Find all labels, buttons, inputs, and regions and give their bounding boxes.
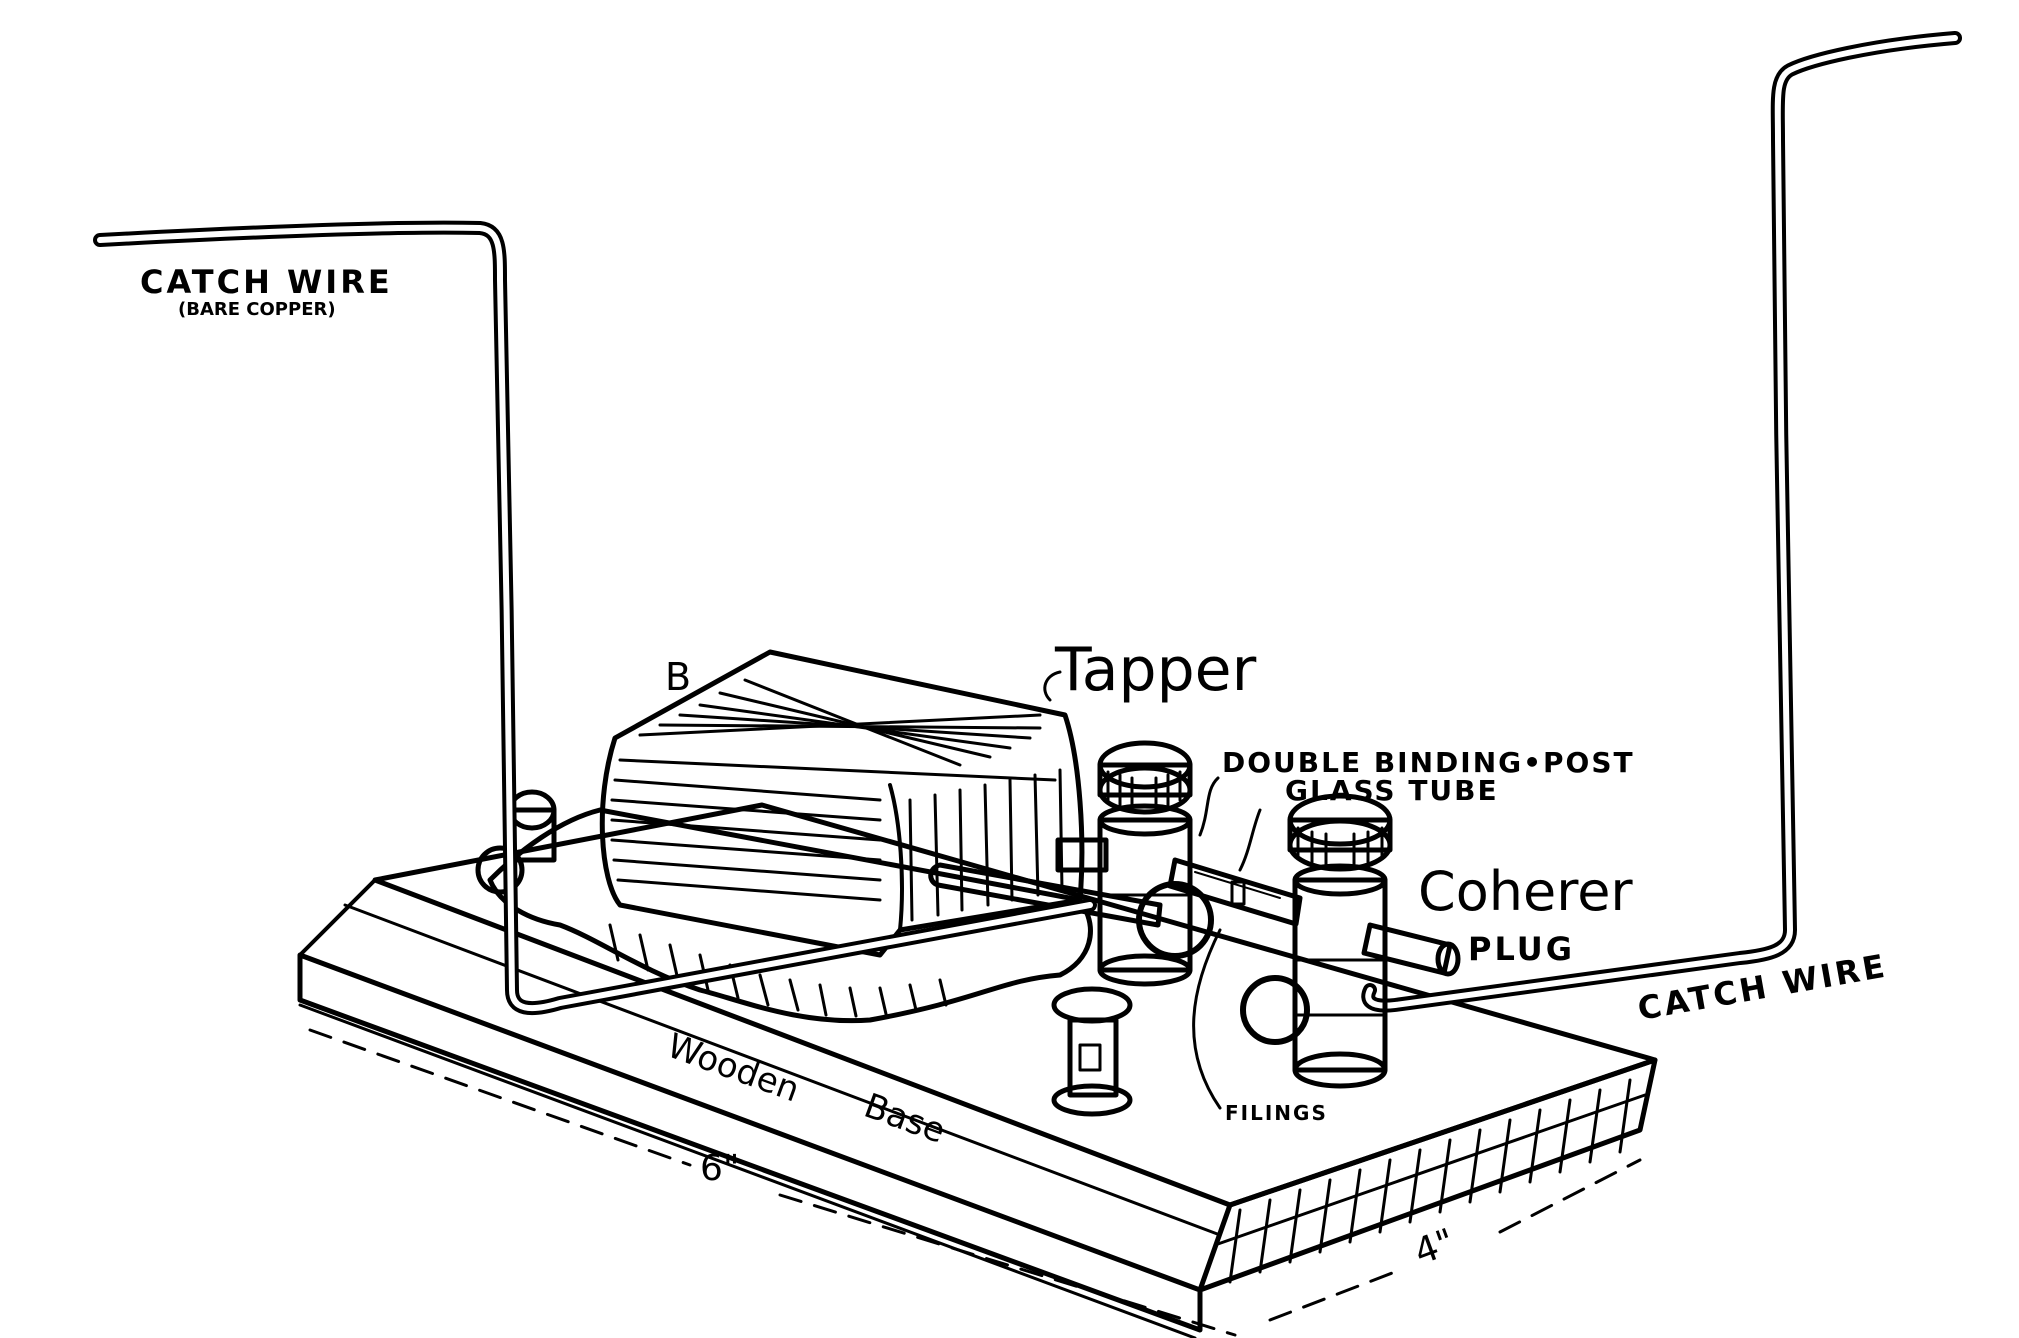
tapper-coil [599,649,1085,958]
bare-copper-label: (BARE COPPER) [178,299,336,320]
filings-label: FILINGS [1225,1101,1328,1125]
binding-post-right [1240,793,1393,1089]
plug-label: PLUG [1468,930,1575,968]
four-inch-label: 4" [1409,1221,1460,1273]
glass-tube-label: GLASS TUBE [1285,774,1499,807]
plug [1361,922,1461,977]
b-label: B [665,655,691,699]
glass-tube [1167,857,1303,927]
dimension-depth-line [1268,1158,1642,1322]
leader-lines [1043,670,1262,1110]
binding-post-left [1055,740,1214,987]
catch-wire-right [1361,31,1962,1013]
catch-wire-left-label: CATCH WIRE [140,263,393,301]
six-inch-label: 6" [700,1148,739,1189]
wooden-base [297,802,1658,1338]
dimension-width-line [308,1028,1237,1337]
binding-post-small [1051,986,1133,1117]
tapper-frame [475,789,1093,1024]
coherer-label: Coherer [1418,860,1633,923]
catch-wire-left [93,220,1097,1016]
tapper-label: Tapper [1054,635,1257,705]
double-binding-post-label: DOUBLE BINDING•POST [1222,746,1635,779]
tapper-rod [928,862,1163,928]
